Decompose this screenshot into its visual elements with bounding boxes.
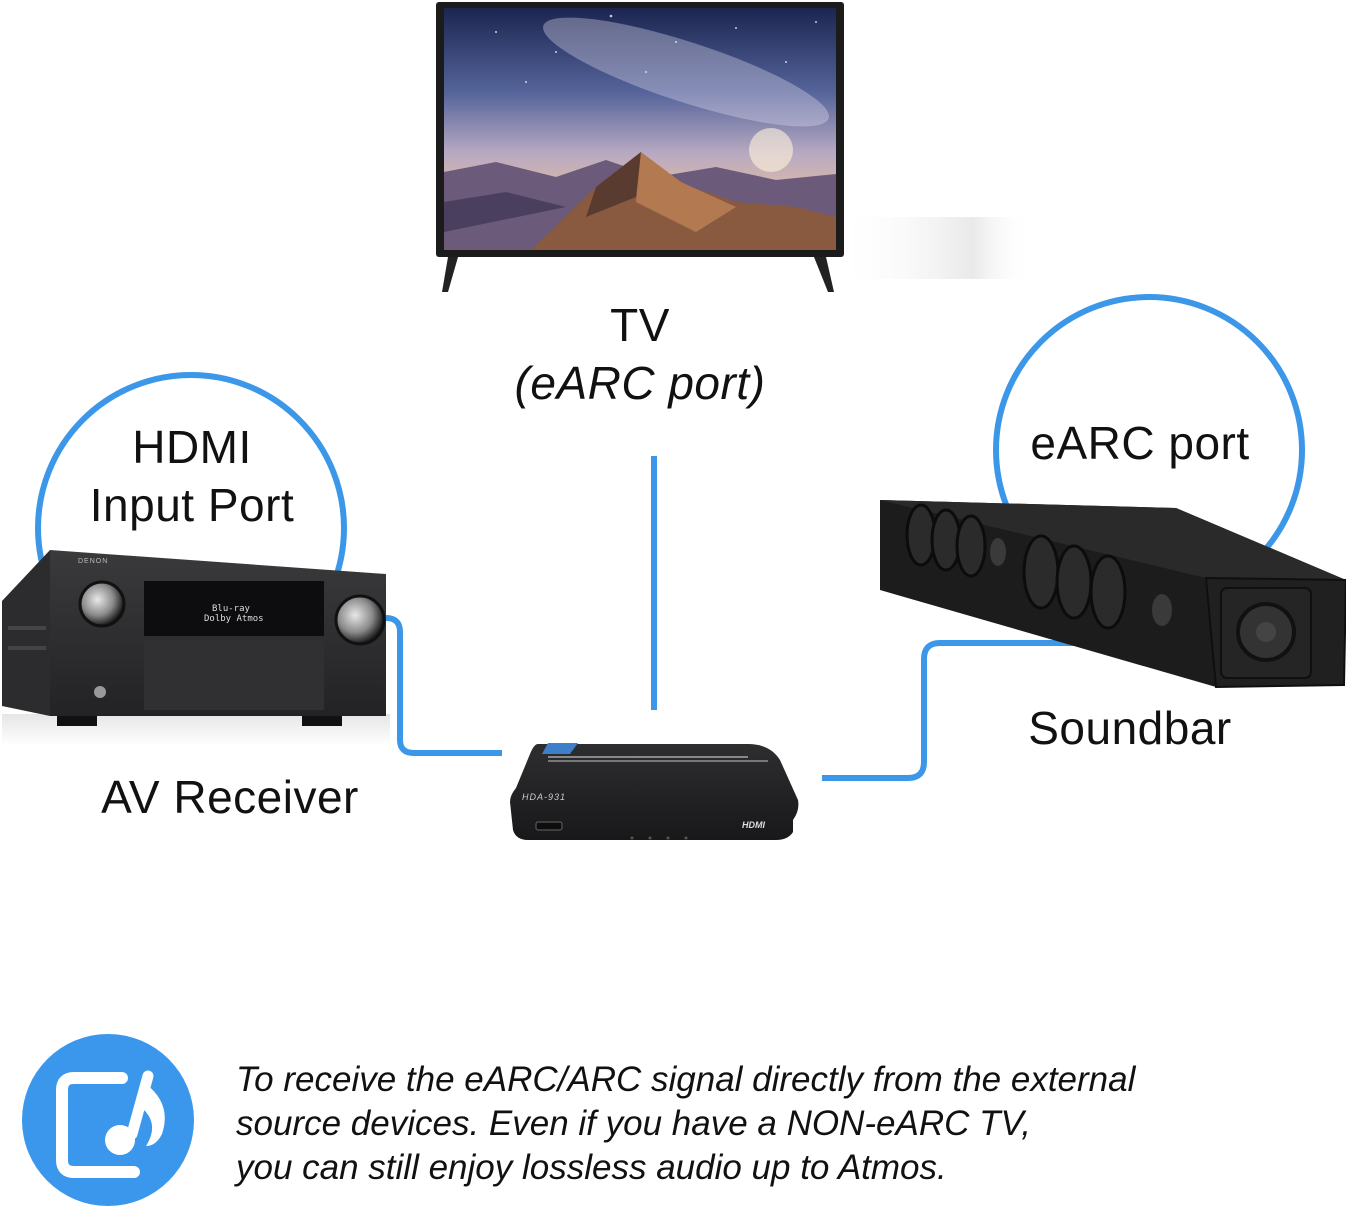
extractor-hdmi-logo: HDMI (742, 820, 765, 830)
tv-device (436, 2, 1036, 294)
earc-callout: eARC port (1030, 417, 1250, 469)
hdmi-callout-line-2: Input Port (89, 479, 295, 531)
audio-extractor-icon (510, 743, 799, 840)
music-note-screen-icon (22, 1034, 194, 1206)
av-receiver-display-line-1: Blu-ray (212, 604, 250, 614)
av-receiver-display-line-2: Dolby Atmos (204, 614, 264, 624)
extractor-model: HDA-931 (522, 792, 567, 802)
av-receiver-icon (2, 550, 390, 746)
av-receiver-device: DENON Blu-ray Dolby Atmos (2, 546, 390, 746)
tv-subtitle: (eARC port) (514, 357, 766, 409)
av-receiver-label: AV Receiver (101, 771, 359, 823)
tv-title: TV (610, 299, 670, 351)
av-receiver-brand: DENON (78, 558, 109, 565)
hdmi-callout-line-1: HDMI (132, 421, 252, 473)
soundbar-device (876, 490, 1346, 690)
tv-icon (436, 2, 1031, 292)
caption-line-3: you can still enjoy lossless audio up to… (236, 1148, 947, 1187)
footer-caption: To receive the eARC/ARC signal directly … (236, 1058, 1236, 1190)
soundbar-label: Soundbar (1028, 702, 1232, 754)
soundbar-icon (880, 500, 1346, 689)
audio-extractor-device: HDA-931 HDMI (508, 740, 800, 842)
footer-icon-badge (22, 1034, 194, 1206)
caption-line-2: source devices. Even if you have a NON-e… (236, 1104, 1031, 1143)
caption-line-1: To receive the eARC/ARC signal directly … (236, 1060, 1136, 1099)
